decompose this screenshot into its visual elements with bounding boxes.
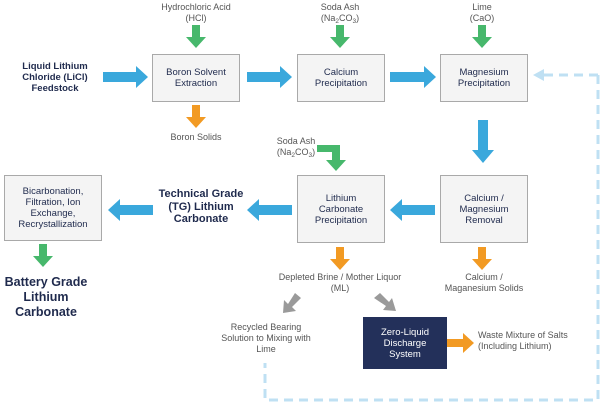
bicarbonation-box: Bicarbonation, Filtration, Ion Exchange,… <box>4 175 102 241</box>
arrow-boron-solids <box>186 105 206 128</box>
formula-part: ) <box>356 13 360 23</box>
hcl-name: Hydrochloric Acid <box>161 2 231 12</box>
magnesium-precipitation-label: Magnesium Precipitation <box>457 67 511 89</box>
arrow-calcium-to-magnesium <box>390 66 436 88</box>
blue-arrows <box>103 66 494 221</box>
boron-solids-label: Boron Solids <box>170 132 222 142</box>
arrow-boron-to-calcium <box>247 66 292 88</box>
arrow-waste-mixture <box>447 333 474 353</box>
green-arrows <box>33 25 492 267</box>
soda-ash-label: Soda Ash (Na2CO3) <box>300 2 380 27</box>
hcl-formula: (HCl) <box>185 13 207 23</box>
arrow-soda-ash-2-input <box>317 145 346 171</box>
formula-part: (Na <box>276 147 292 157</box>
soda-ash-2-name: Soda Ash <box>276 136 316 146</box>
arrow-lithium-to-tg <box>247 199 292 221</box>
boron-solvent-extraction-label: Boron Solvent Extraction <box>166 67 226 89</box>
bicarbonation-label: Bicarbonation, Filtration, Ion Exchange,… <box>18 186 88 230</box>
arrow-tg-to-bicarbonation <box>108 199 153 221</box>
calcium-precipitation-label: Calcium Precipitation <box>314 67 368 89</box>
arrow-feed-to-boron <box>103 66 148 88</box>
calcium-magnesium-removal-label: Calcium / Magnesium Removal <box>459 192 509 226</box>
depleted-brine-label: Depleted Brine / Mother Liquor (ML) <box>278 272 402 293</box>
recycle-arrowhead <box>533 69 544 81</box>
formula-subscript: 2 <box>335 18 339 25</box>
boron-solvent-extraction-box: Boron Solvent Extraction <box>152 54 240 102</box>
arrow-ca-mg-solids <box>472 247 492 270</box>
soda-ash-2-formula: (Na2CO3) <box>262 147 330 161</box>
soda-ash-2-label: Soda Ash (Na2CO3) <box>262 136 330 161</box>
lithium-carbonate-precipitation-box: Lithium Carbonate Precipitation <box>297 175 385 243</box>
arrow-to-battery-grade <box>33 244 53 267</box>
zero-liquid-discharge-label: Zero-Liquid Discharge System <box>380 326 430 360</box>
formula-part: CO <box>295 147 309 157</box>
battery-grade-label: Battery Grade Lithium Carbonate <box>4 275 88 319</box>
lime-label: Lime (CaO) <box>452 2 512 24</box>
calcium-precipitation-box: Calcium Precipitation <box>297 54 385 102</box>
waste-mixture-label: Waste Mixture of Salts (Including Lithiu… <box>478 330 568 351</box>
ca-mg-solids-label: Calcium / Maganesium Solids <box>444 272 524 293</box>
lithium-carbonate-precipitation-label: Lithium Carbonate Precipitation <box>314 192 368 226</box>
formula-part: CO <box>339 13 353 23</box>
formula-subscript: 3 <box>308 152 313 159</box>
magnesium-precipitation-box: Magnesium Precipitation <box>440 54 528 102</box>
zero-liquid-discharge-box: Zero-Liquid Discharge System <box>363 317 447 369</box>
hcl-label: Hydrochloric Acid (HCl) <box>146 2 246 24</box>
arrow-magnesium-to-removal <box>472 120 494 163</box>
arrow-soda-ash-input <box>330 25 350 48</box>
formula-part: (Na <box>320 13 336 23</box>
soda-ash-name: Soda Ash <box>320 2 360 12</box>
technical-grade-label: Technical Grade (TG) Lithium Carbonate <box>158 188 244 225</box>
arrow-to-recycled <box>283 293 301 313</box>
arrow-removal-to-lithium <box>390 199 435 221</box>
orange-arrows <box>186 105 492 353</box>
formula-part: ) <box>312 147 316 157</box>
calcium-magnesium-removal-box: Calcium / Magnesium Removal <box>440 175 528 243</box>
formula-subscript: 2 <box>291 152 295 159</box>
arrow-to-zld <box>374 293 396 311</box>
lime-formula: (CaO) <box>469 13 495 23</box>
feedstock-label: Liquid Lithium Chloride (LiCl) Feedstock <box>22 61 88 94</box>
soda-ash-formula: (Na2CO3) <box>300 13 380 27</box>
arrow-depleted-brine <box>330 247 350 270</box>
recycle-loop-line <box>263 75 600 402</box>
arrow-lime-input <box>472 25 492 48</box>
lime-name: Lime <box>472 2 492 12</box>
recycled-bearing-label: Recycled Bearing Solution to Mixing with… <box>221 322 311 354</box>
arrow-hcl-input <box>186 25 206 48</box>
gray-arrows <box>283 293 396 313</box>
formula-subscript: 3 <box>352 18 357 25</box>
